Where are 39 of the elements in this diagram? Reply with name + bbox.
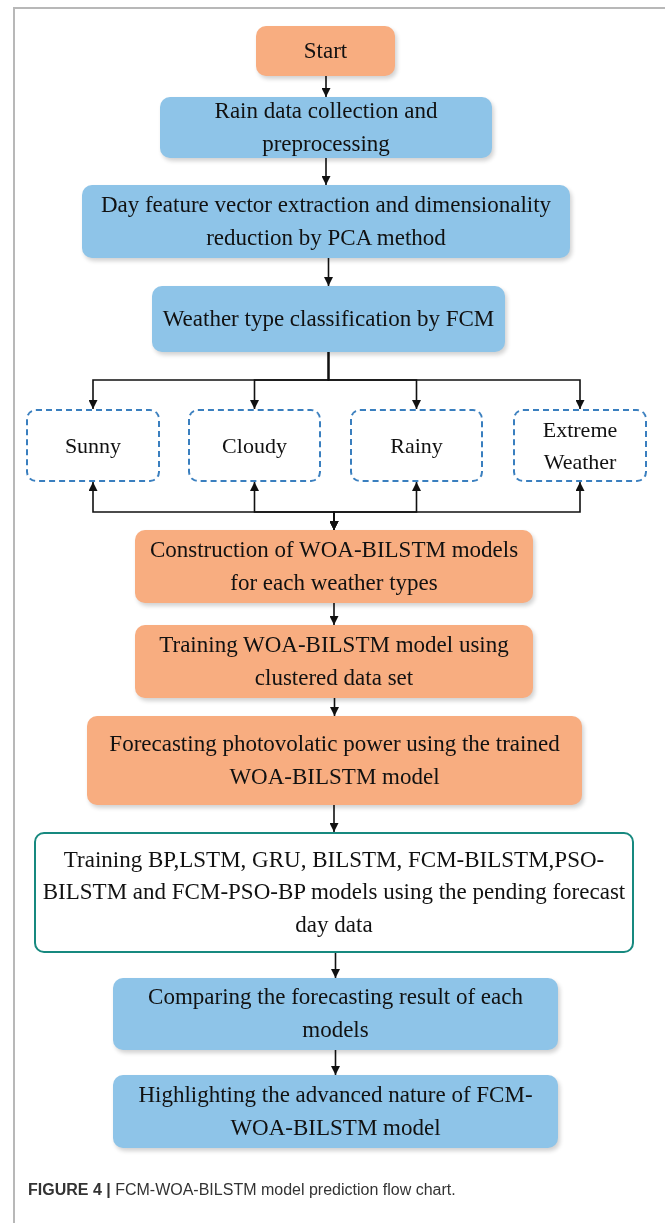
start-box — [256, 26, 395, 76]
arrow — [329, 602, 339, 626]
node-label: Day feature vector extraction and dimensionality reduction by PCA method — [99, 190, 553, 252]
node-label: Extreme Weather — [541, 416, 619, 476]
node-label: Rainy — [390, 431, 443, 460]
node-label: Training BP,LSTM, GRU, BILSTM, FCM-BILSTM,PSO-BILSTM and FCM-PSO-BP models using the pending forecast day data — [42, 845, 626, 939]
node-label: Training WOA-BILSTM model using clustered data set — [158, 630, 510, 692]
node-label: Cloudy — [222, 431, 287, 460]
arrow — [327, 351, 585, 410]
node-label: Start — [303, 36, 348, 65]
arrow — [321, 157, 331, 186]
node-label: Construction of WOA-BILSTM models for each weather types — [148, 535, 520, 597]
arrow — [329, 804, 339, 833]
node-label: Forecasting photovolatic power using the trained WOA-BILSTM model — [108, 729, 561, 791]
arrow — [331, 1049, 340, 1076]
process-box — [87, 716, 582, 805]
category-box — [188, 409, 321, 482]
node-label: Rain data collection and preprocessing — [213, 96, 439, 158]
process-box — [113, 978, 558, 1050]
process-box — [160, 97, 492, 158]
process-box — [82, 185, 570, 258]
process-box — [135, 625, 533, 698]
arrow — [329, 481, 585, 531]
process-box — [152, 286, 505, 352]
arrow — [330, 697, 339, 717]
node-label: Highlighting the advanced nature of FCM-WOA-BILSTM model — [137, 1080, 534, 1142]
process-box — [34, 832, 634, 953]
category-box — [513, 409, 647, 482]
arrow — [321, 75, 331, 98]
node-label: Comparing the forecasting result of each models — [147, 983, 524, 1044]
process-box — [135, 530, 533, 603]
arrow — [331, 952, 340, 979]
category-box — [26, 409, 160, 482]
figure-caption: FIGURE 4 | FCM-WOA-BILSTM model prediction flow chart. — [28, 1181, 456, 1199]
node-label: Sunny — [64, 431, 122, 460]
category-box — [350, 409, 483, 482]
node-label: Weather type classification by FCM — [162, 304, 495, 333]
process-box — [113, 1075, 558, 1148]
arrow — [324, 257, 333, 287]
